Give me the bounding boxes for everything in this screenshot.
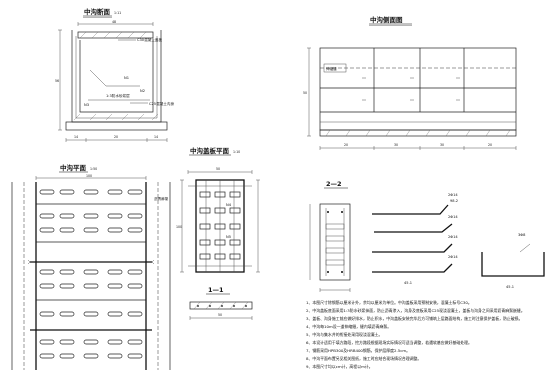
note-7: 7、钢筋采用HPB300及HRB400钢筋，保护层厚度2.5cm。	[306, 348, 410, 353]
note-9: 9、本图尺寸均以cm计，高程以m计。	[306, 364, 373, 369]
bar-2-mark: 2Φ14	[448, 215, 458, 219]
callout-c30: C30混凝土盖板	[137, 37, 162, 42]
side-dim-3: 30	[440, 143, 444, 147]
bar-4-mark: 2Φ14	[448, 255, 458, 259]
bar-1-mark: 2Φ14	[448, 193, 458, 197]
side-view-body	[319, 47, 517, 131]
rebar-n3: N3	[84, 103, 89, 107]
section-2-2: 2—2 2Φ14 98.2 2Φ14 2Φ14 2Φ1	[309, 180, 545, 292]
bar-5-dim: 45.1	[506, 285, 514, 289]
note-5: 5、中沟与集水井的衔接处采用现浇混凝土。	[306, 332, 382, 337]
callout-gravel: 1:3防水砂浆层	[106, 93, 130, 98]
plan-scale: 1:50	[90, 167, 97, 171]
side-dim-2: 30	[394, 143, 398, 147]
rebar-n1: N1	[124, 76, 129, 80]
bar-1-len: 98.2	[450, 199, 458, 203]
section-1-1-dim: 50	[218, 313, 222, 317]
cross-section-view: 中沟断面 1:11 48 C30混凝	[55, 7, 174, 142]
bar-4-len: 45.1	[404, 281, 412, 285]
cross-section-scale: 1:11	[114, 11, 121, 15]
note-3: 3、盖板、沟身施工前应做好排水，防止积水，中沟盖板安装完毕后方可铺筑上层路面结构…	[306, 316, 522, 321]
side-view-title: 中沟侧面图	[370, 15, 403, 24]
bar-5-mark: 3Φ8	[518, 233, 526, 237]
note-8: 8、中沟平面布置另见相关图纸，施工时应结合现场情况合理调整。	[306, 356, 421, 361]
note-4: 4、中沟每10m设一道伸缩缝，缝内填沥青麻絮。	[306, 324, 391, 329]
notes-block: 1、本图尺寸除钢筋以厘米计外，余均以厘米为单位。中沟盖板采用预制安装，混凝土标号…	[306, 300, 525, 369]
note-1: 1、本图尺寸除钢筋以厘米计外，余均以厘米为单位。中沟盖板采用预制安装，混凝土标号…	[306, 300, 472, 305]
cross-section-title: 中沟断面	[84, 7, 111, 16]
cover-plan-scale: 1:10	[233, 150, 240, 154]
cover-height-dim: 100	[176, 225, 182, 229]
bar-shape-1: 2Φ14 98.2	[372, 193, 458, 215]
side-dim-4: 20	[488, 143, 492, 147]
section-1-1: 1—1 50	[189, 286, 253, 320]
side-view: 中沟侧面图 伸缩缝	[303, 15, 517, 150]
callout-c25: C25混凝土沟身	[149, 101, 174, 106]
side-dim-1: 20	[344, 143, 348, 147]
side-height-dim: 50	[303, 91, 307, 95]
section-2-2-title: 2—2	[326, 180, 342, 188]
cs-top-dim: 48	[112, 20, 116, 24]
cs-height-dim: 56	[55, 79, 59, 83]
note-2: 2、中沟盖板底面采用1:3防水砂浆抹面，防止沥青渗入，沟身及底板采用C25现浇混…	[306, 308, 525, 313]
plan-side-label: 沥青麻絮	[154, 196, 169, 201]
cover-rebar-n5: N5	[226, 235, 231, 239]
section-2-2-body	[319, 203, 351, 281]
plan-width-dim: 100	[86, 174, 92, 178]
section-1-1-title: 1—1	[208, 286, 224, 294]
note-6: 6、本设计适用于填方路段，挖方路段根据现场实际情况可适当调整，若遇软基应做好基础…	[306, 340, 472, 345]
plan-title: 中沟平面	[60, 163, 87, 172]
bar-shape-2: 2Φ14	[374, 215, 458, 233]
plan-view: 中沟平面 1:50 100	[11, 163, 171, 370]
cover-plan-title: 中沟盖板平面	[190, 146, 230, 155]
bar-shape-5: 3Φ8 45.1	[481, 233, 545, 289]
bar-3-mark: 2Φ14	[448, 235, 458, 239]
side-joint-label: 伸缩缝	[326, 66, 337, 71]
bar-shape-3: 2Φ14	[372, 235, 458, 253]
cover-width-dim: 50	[216, 167, 220, 171]
cs-bottom-dim-3: 14	[154, 135, 158, 139]
base-slab	[65, 121, 168, 131]
cover-slab	[77, 31, 154, 39]
cover-rebar-n4: N4	[226, 203, 232, 207]
bar-shape-4: 2Φ14 45.1	[372, 255, 458, 285]
cs-bottom-dim-1: 14	[74, 135, 78, 139]
rebar-n2: N2	[140, 89, 145, 93]
cs-bottom-dim-2: 20	[114, 135, 118, 139]
cover-plan-view: 中沟盖板平面 1:10 50	[176, 146, 260, 273]
